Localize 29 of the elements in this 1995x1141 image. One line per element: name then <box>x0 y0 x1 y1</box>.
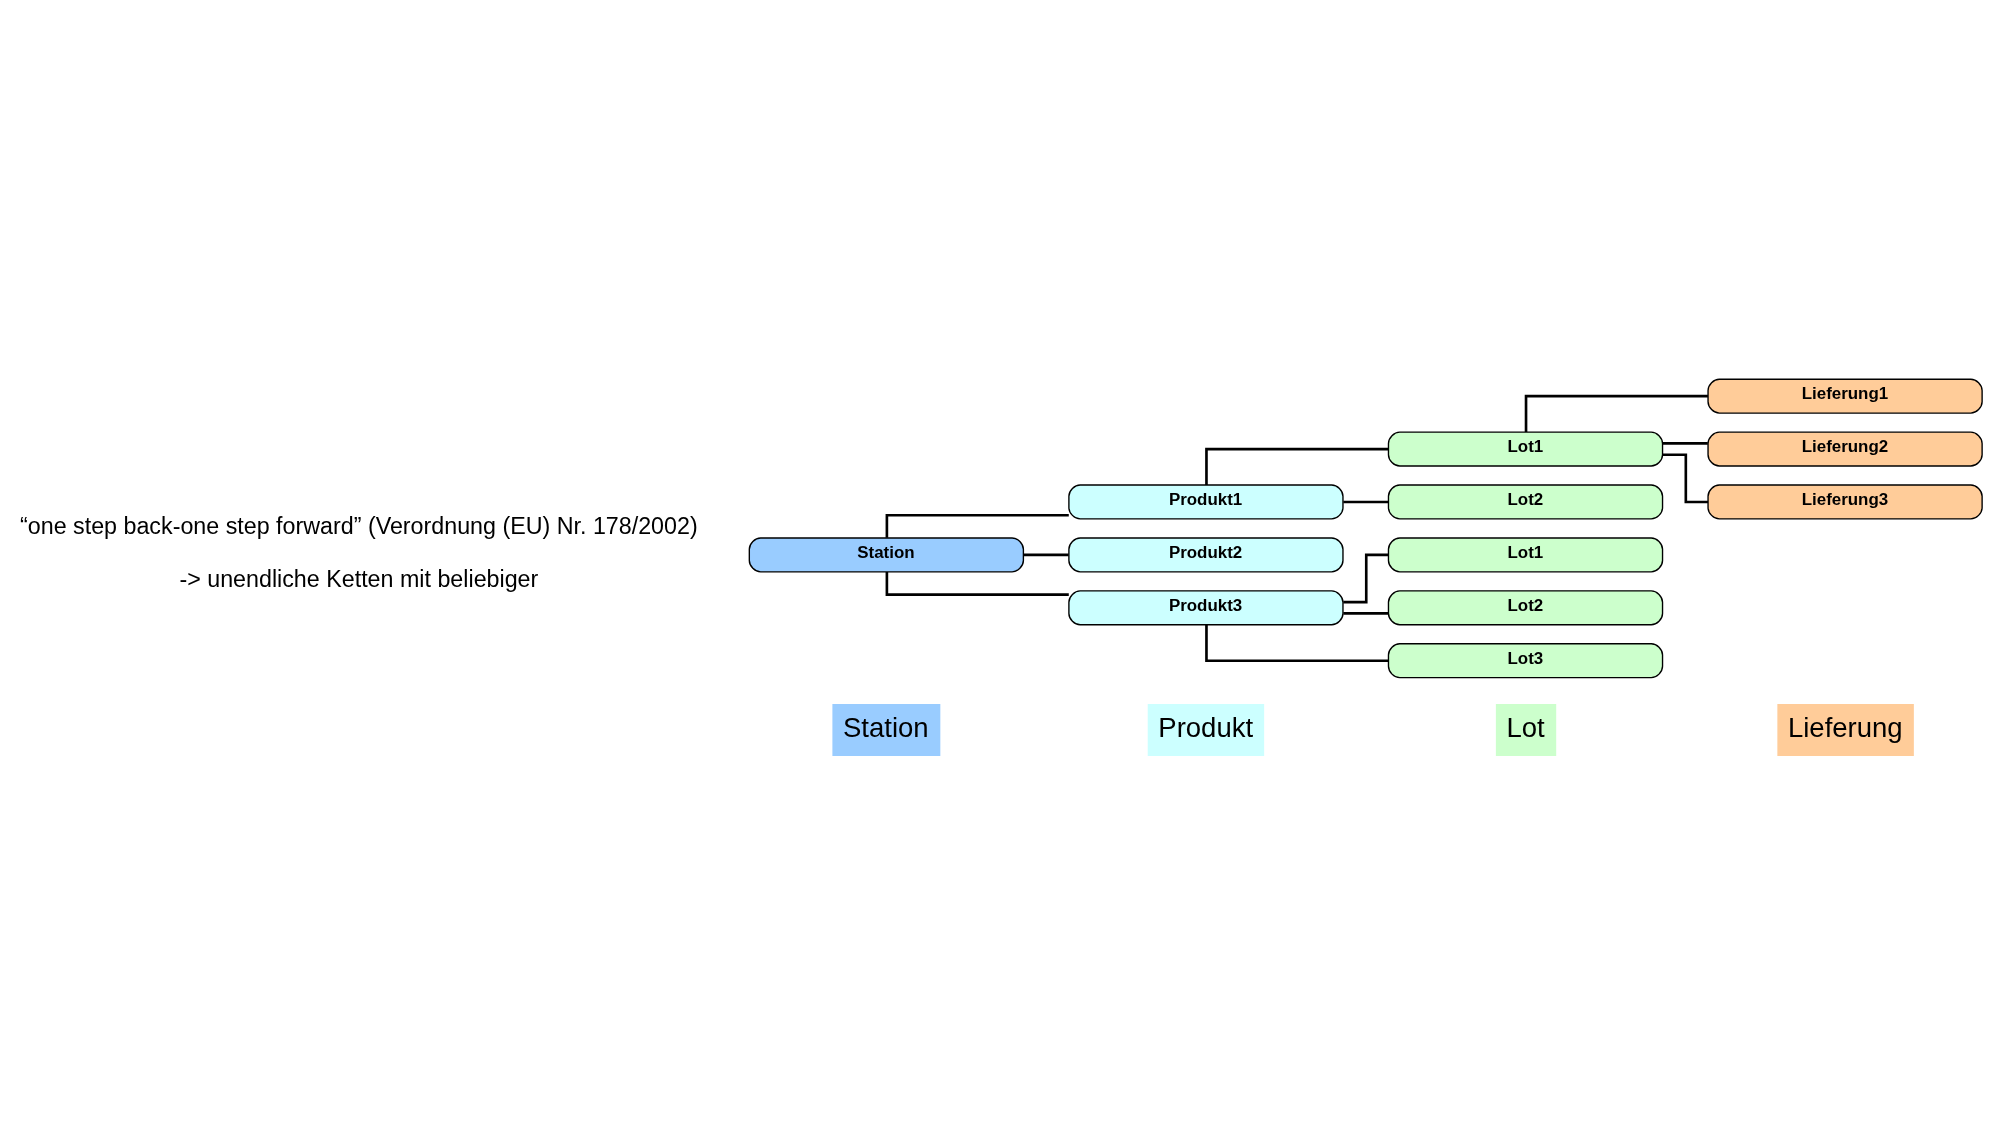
connector <box>1204 447 1388 485</box>
label: “one step back-one step forward” (Verordnung (EU) Nr. 178/2002) <box>19 513 698 540</box>
connector <box>1342 500 1388 504</box>
legend-label: Lot <box>1505 711 1545 743</box>
node-box: Lot2 <box>1387 590 1663 626</box>
node-box: Produkt3 <box>1067 590 1344 626</box>
legend-label: Lieferung <box>1787 711 1903 743</box>
node-box: Lot2 <box>1387 484 1663 520</box>
connector <box>1662 442 1708 445</box>
node-box: Lot3 <box>1387 643 1663 679</box>
node-box: Station <box>748 537 1024 573</box>
node-box: Produkt2 <box>1067 537 1344 573</box>
connector <box>1023 553 1069 557</box>
legend-label: Produkt <box>1157 711 1253 743</box>
connector <box>1524 394 1708 433</box>
connector <box>885 513 1069 538</box>
legend-label: Station <box>842 711 929 743</box>
node-box: Lot1 <box>1387 537 1663 573</box>
node-box: Lot1 <box>1387 431 1663 467</box>
connector <box>1204 624 1388 663</box>
node-box: Lieferung2 <box>1706 431 1983 467</box>
node-box: Produkt1 <box>1067 484 1344 520</box>
connector <box>1342 553 1388 604</box>
label: -> unendliche Ketten mit beliebiger <box>178 566 538 593</box>
connector <box>885 571 1069 596</box>
connector <box>1662 453 1708 504</box>
connector <box>1342 612 1388 615</box>
node-box: Lieferung3 <box>1706 484 1983 520</box>
node-box: Lieferung1 <box>1706 378 1983 414</box>
